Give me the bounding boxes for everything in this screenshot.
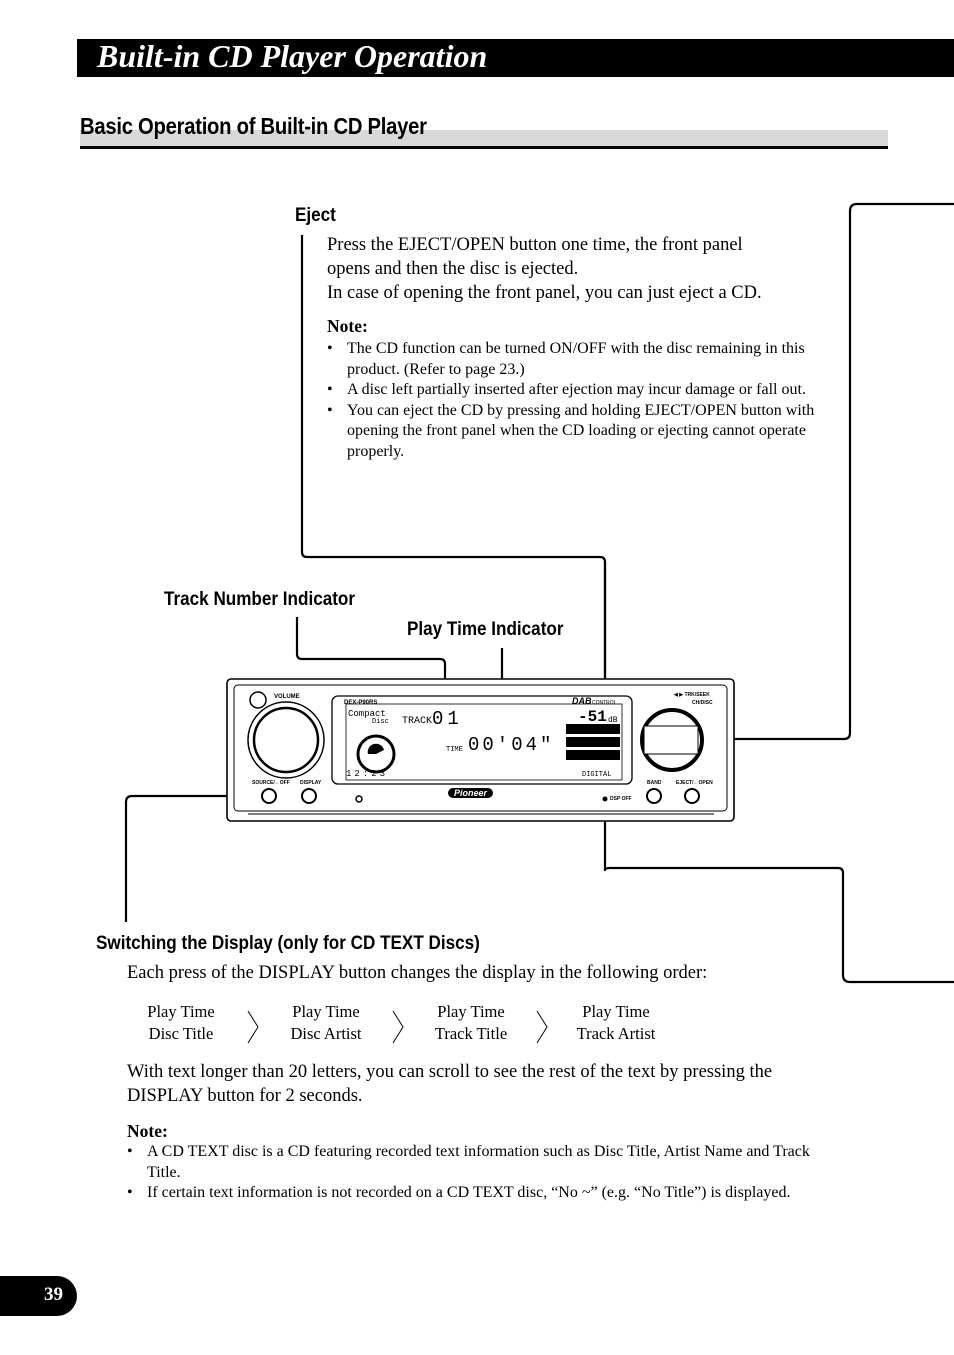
scroll-text: With text longer than 20 letters, you ca…	[127, 1060, 867, 1108]
eject-body-line: In case of opening the front panel, you …	[327, 283, 762, 303]
display-leader-line	[124, 794, 300, 922]
step-line1: Play Time	[292, 1002, 360, 1021]
note-item: You can eject the CD by pressing and hol…	[327, 401, 827, 463]
section-title-bar	[80, 130, 888, 146]
track-label: TRACK	[402, 716, 433, 727]
head-unit-body	[226, 678, 735, 822]
track-number-indicator-label: Track Number Indicator	[164, 589, 356, 610]
play-time-indicator-label: Play Time Indicator	[407, 619, 564, 640]
display-button-label: DISPLAY	[300, 780, 322, 786]
switching-note-heading: Note:	[127, 1121, 168, 1141]
track-number-leader-line	[295, 617, 447, 712]
display-button	[301, 788, 317, 804]
level-readout: -51	[578, 708, 607, 726]
eject-body-line: opens and then the disc is ejected.	[327, 259, 579, 279]
scroll-text-line: DISPLAY button for 2 seconds.	[127, 1086, 363, 1106]
source-button-label: SOURCE/←OFF	[252, 780, 290, 786]
sequence-arrow-icon	[392, 1010, 404, 1044]
display-sequence-step: Play Time Track Title	[416, 1001, 526, 1045]
eject-notes: The CD function can be turned ON/OFF wit…	[327, 339, 827, 462]
note-item: The CD function can be turned ON/OFF wit…	[327, 339, 827, 380]
eject-note-heading: Note:	[327, 316, 368, 336]
eject-body-line: Press the EJECT/OPEN button one time, th…	[327, 235, 743, 255]
display-sequence-step: Play Time Track Artist	[561, 1001, 671, 1045]
play-time-indicator: 00'04"	[468, 734, 555, 756]
scroll-text-line: With text longer than 20 letters, you ca…	[127, 1062, 773, 1082]
volume-label: VOLUME	[274, 694, 300, 700]
chapter-title: Built-in CD Player Operation	[97, 38, 488, 74]
band-button	[646, 788, 662, 804]
step-line2: Track Artist	[576, 1024, 656, 1043]
trk-seek-label: ◀ ▶ TRK/SEEK	[674, 692, 710, 698]
display-sequence-step: Play Time Disc Artist	[271, 1001, 381, 1045]
eject-body: Press the EJECT/OPEN button one time, th…	[327, 233, 847, 305]
dab-sub-label: CONTROL	[592, 700, 617, 706]
section-rule	[80, 146, 888, 149]
dsp-off-label: DSP OFF	[610, 796, 632, 802]
head-unit-illustration: VOLUME DEX-P90RS DAB CONTROL Compact Dis…	[226, 678, 736, 823]
source-button	[261, 788, 277, 804]
step-line2: Track Title	[434, 1024, 508, 1043]
note-item: A CD TEXT disc is a CD featuring recorde…	[127, 1142, 847, 1183]
section-title: Basic Operation of Built-in CD Player	[80, 113, 427, 139]
eject-leader-line	[300, 235, 954, 984]
step-line1: Play Time	[582, 1002, 650, 1021]
eject-heading: Eject	[295, 205, 336, 226]
model-label: DEX-P90RS	[344, 700, 378, 706]
ch-disc-label: CH/DISC	[692, 700, 713, 706]
step-line2: Disc Artist	[290, 1024, 362, 1043]
digital-label: DIGITAL	[582, 771, 612, 779]
switching-heading: Switching the Display (only for CD TEXT …	[96, 933, 480, 954]
time-label: TIME	[446, 746, 463, 754]
brand-logo: Pioneer	[448, 788, 494, 798]
trk-seek-leader-line	[703, 202, 954, 741]
page-number: 39	[44, 1284, 63, 1305]
sequence-arrow-icon	[247, 1010, 259, 1044]
note-item: If certain text information is not recor…	[127, 1183, 847, 1204]
sequence-arrow-icon	[536, 1010, 548, 1044]
step-line1: Play Time	[147, 1002, 215, 1021]
step-line2: Disc Title	[148, 1024, 214, 1043]
level-unit: dB	[608, 716, 618, 725]
disc-label: Disc	[372, 718, 389, 726]
band-button-label: BAND	[647, 780, 662, 786]
switching-intro: Each press of the DISPLAY button changes…	[127, 963, 708, 983]
dab-logo: DAB	[572, 696, 592, 706]
step-line1: Play Time	[437, 1002, 505, 1021]
track-number-indicator: 01	[432, 708, 463, 730]
switching-notes: A CD TEXT disc is a CD featuring recorde…	[127, 1142, 847, 1204]
chapter-banner: Built-in CD Player Operation	[77, 38, 954, 77]
display-sequence-step: Play Time Disc Title	[126, 1001, 236, 1045]
note-item: A disc left partially inserted after eje…	[327, 380, 827, 401]
eject-button	[684, 788, 700, 804]
eject-button-label: EJECT/←OPEN	[676, 780, 713, 786]
clock-readout: 12:23	[346, 769, 389, 779]
page-number-tab: 39	[0, 1276, 77, 1316]
compact-label: Compact	[348, 709, 386, 719]
